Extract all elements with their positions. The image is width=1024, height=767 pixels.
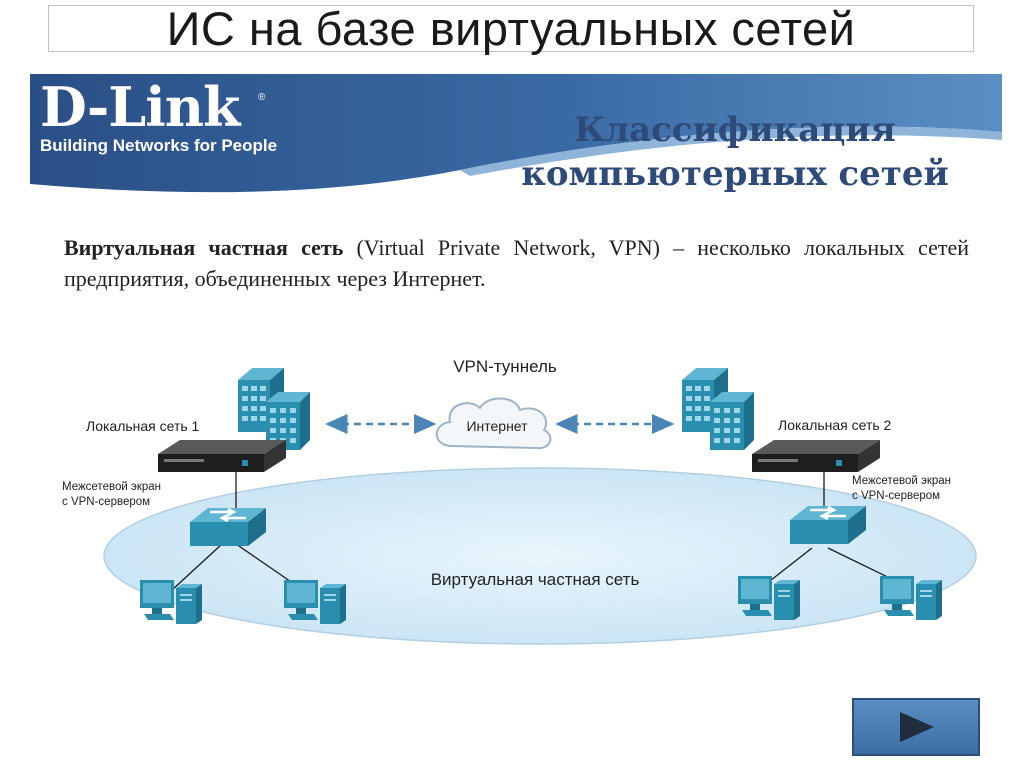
dlink-tagline: Building Networks for People <box>40 136 278 155</box>
firewall1-caption-line1: Межсетевой экран <box>62 481 161 493</box>
section-heading-line1: Классификация <box>574 110 896 150</box>
firewall2-caption-line2: с VPN-сервером <box>852 490 940 502</box>
internet-label: Интернет <box>466 418 528 434</box>
next-slide-button[interactable] <box>852 698 980 756</box>
firewall2-caption-line1: Межсетевой экран <box>852 475 951 487</box>
firewall-2-icon <box>752 440 880 472</box>
firewall-1-icon <box>158 440 286 472</box>
switch-2-icon <box>788 504 868 546</box>
office-building-1-icon <box>238 368 310 450</box>
workstation-3-icon <box>738 576 800 620</box>
section-heading: Классификация компьютерных сетей <box>470 108 1000 196</box>
dlink-logo: D-Link <box>40 75 240 139</box>
vpn-network-label: Виртуальная частная сеть <box>431 570 640 589</box>
lan1-label: Локальная сеть 1 <box>86 418 200 434</box>
section-heading-line2: компьютерных сетей <box>521 154 949 194</box>
lan2-label: Локальная сеть 2 <box>778 417 892 433</box>
switch-1-icon <box>188 506 268 548</box>
registered-mark: ® <box>258 92 266 103</box>
vpn-definition: Виртуальная частная сеть (Virtual Privat… <box>64 232 969 294</box>
play-arrow-icon <box>900 712 934 742</box>
workstation-1-icon <box>140 580 202 624</box>
firewall1-caption-line2: с VPN-сервером <box>62 496 150 508</box>
dlink-banner <box>30 74 1002 193</box>
workstation-2-icon <box>284 580 346 624</box>
tunnel-label: VPN-туннель <box>453 357 557 376</box>
internet-cloud-icon <box>435 397 552 450</box>
workstation-4-icon <box>880 576 942 620</box>
definition-term: Виртуальная частная сеть <box>64 235 344 260</box>
office-building-2-icon <box>682 368 754 450</box>
slide-title: ИС на базе виртуальных сетей <box>48 2 974 55</box>
definition-text: (Virtual Private Network, VPN) – несколь… <box>64 235 969 291</box>
